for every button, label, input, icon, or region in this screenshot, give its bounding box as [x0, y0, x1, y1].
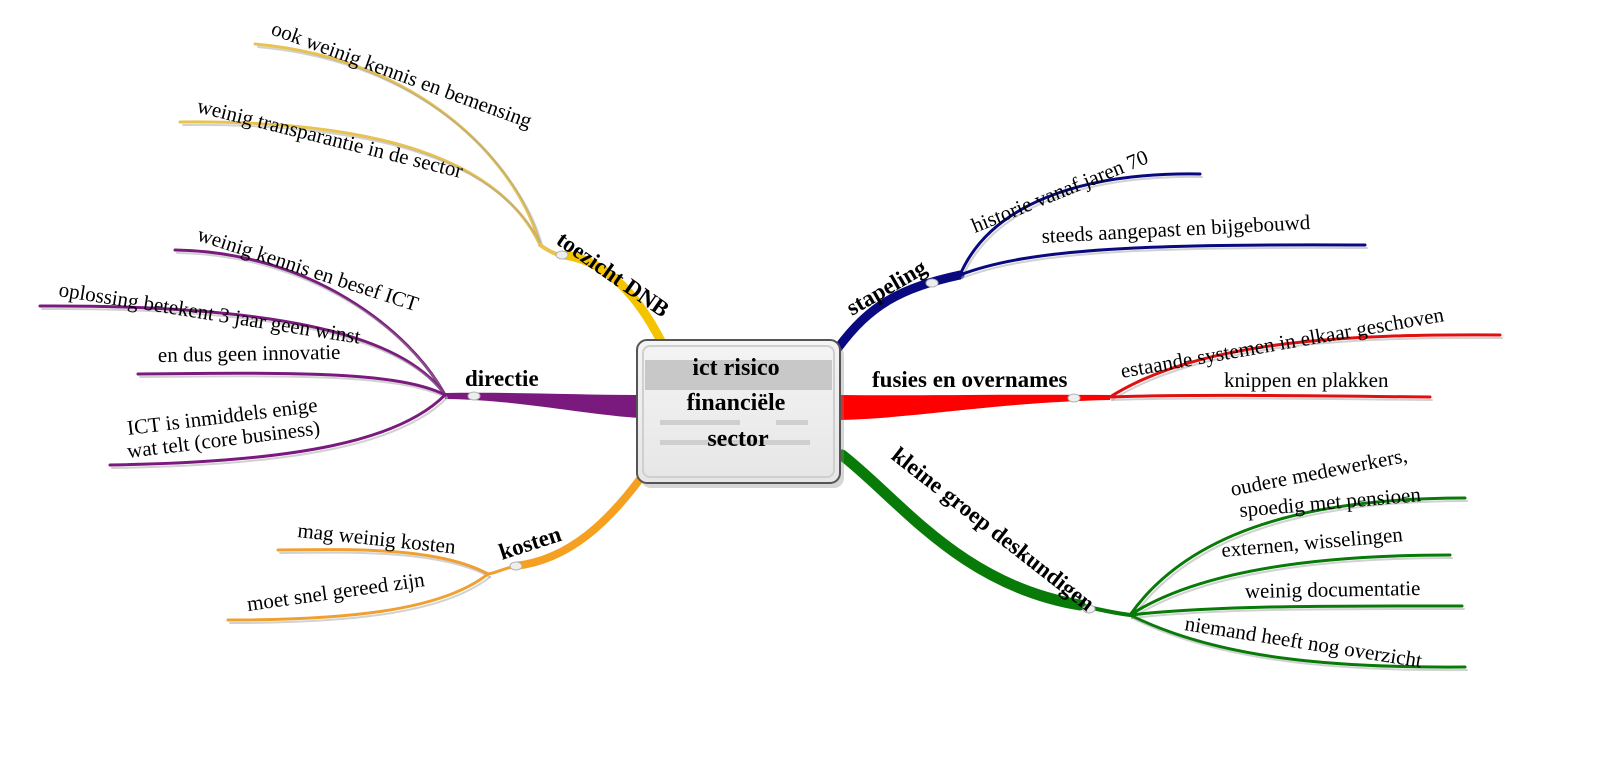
branch-deskundigen-main: [836, 449, 1086, 611]
central-header-band: [645, 360, 832, 390]
branch-toezicht-dnb: toezicht DNB ook weinig kennis en bemens…: [178, 16, 674, 348]
branch-kosten: kosten mag weinig kosten moet snel geree…: [226, 471, 647, 624]
fusies-label: fusies en overnames: [872, 367, 1068, 392]
fusies-leaf-2-label: knippen en plakken: [1224, 368, 1389, 392]
directie-node-dot: [467, 391, 481, 401]
branch-stapeling: stapeling historie vanaf jaren 70 steeds…: [833, 145, 1368, 353]
deskundigen-node-dot: [1082, 604, 1096, 614]
stapeling-node-dot: [925, 278, 939, 288]
branch-kosten-main: [511, 471, 647, 570]
directie-leaf-3-label: en dus geen innovatie: [158, 340, 341, 367]
central-topic-line-3: sector: [707, 426, 769, 452]
kosten-node-dot: [509, 561, 523, 571]
toezicht-node-dot: [555, 250, 569, 260]
toezicht-label: toezicht DNB: [552, 227, 674, 323]
branch-directie: directie weinig kennis en besef ICT oplo…: [38, 222, 640, 469]
branch-toezicht-main: [560, 250, 667, 348]
toezicht-leaf-2-label: weinig transparantie in de sector: [195, 94, 466, 183]
central-topic-line-1: ict risico: [692, 355, 779, 381]
branch-deskundigen: kleine groep deskundigen oudere medewerk…: [836, 442, 1468, 672]
fusies-node-dot: [1067, 393, 1081, 403]
directie-leaf-1-label: weinig kennis en besef ICT: [194, 222, 421, 316]
stapeling-leaf-2-label: steeds aangepast en bijgebouwd: [1041, 210, 1311, 248]
directie-label: directie: [465, 366, 539, 391]
central-topic: ict risico financiële sector: [636, 339, 844, 488]
branch-directie-main: [445, 392, 640, 418]
toezicht-leaf-1-label: ook weinig kennis en bemensing: [268, 16, 535, 133]
branch-stapeling-main: [833, 270, 965, 353]
branch-toezicht-leaf-1: [253, 42, 542, 247]
directie-leaf-2-label: oplossing betekent 3 jaar geen winst: [57, 277, 362, 348]
deskundigen-leaf-4-label: weinig documentatie: [1245, 576, 1421, 603]
branch-fusies-main: [840, 394, 1110, 420]
central-topic-line-2: financiële: [687, 390, 786, 416]
branch-fusies: fusies en overnames estaande systemen in…: [840, 302, 1503, 420]
branch-toezicht-leaf-2: [178, 120, 542, 247]
